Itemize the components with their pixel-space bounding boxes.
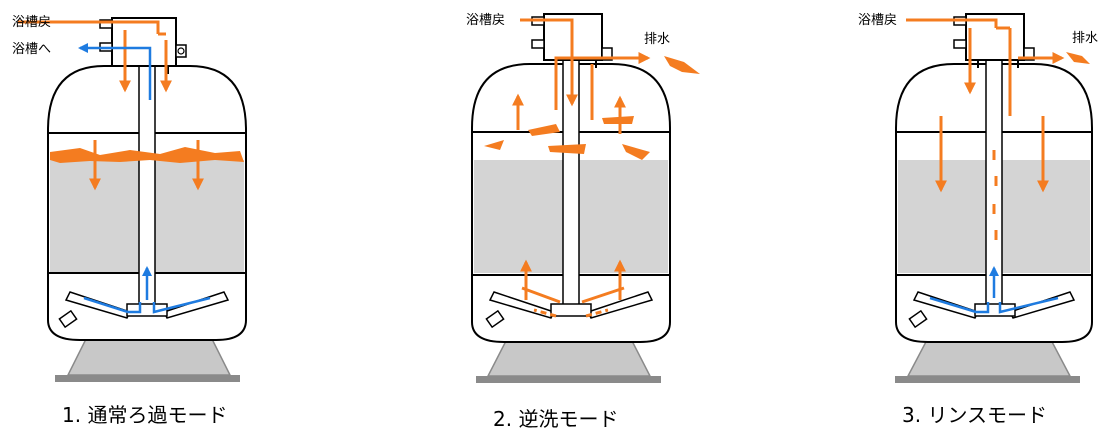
panel-normal <box>18 17 247 382</box>
label-to-bath-normal: 浴槽へ <box>12 42 51 57</box>
control-valve <box>953 13 1035 68</box>
label-return-rinse: 浴槽戻 <box>858 13 897 28</box>
label-drain-backwash: 排水 <box>644 32 670 47</box>
label-return-backwash: 浴槽戻 <box>466 13 505 28</box>
panel-rinse <box>895 13 1093 383</box>
control-valve <box>99 17 187 74</box>
label-drain-rinse: 排水 <box>1072 31 1098 46</box>
label-return-normal: 浴槽戻 <box>12 15 51 30</box>
caption-backwash: 2. 逆洗モード <box>493 407 618 431</box>
caption-rinse: 3. リンスモード <box>902 403 1047 427</box>
panel-backwash <box>471 13 700 383</box>
caption-normal: 1. 通常ろ過モード <box>62 403 227 427</box>
